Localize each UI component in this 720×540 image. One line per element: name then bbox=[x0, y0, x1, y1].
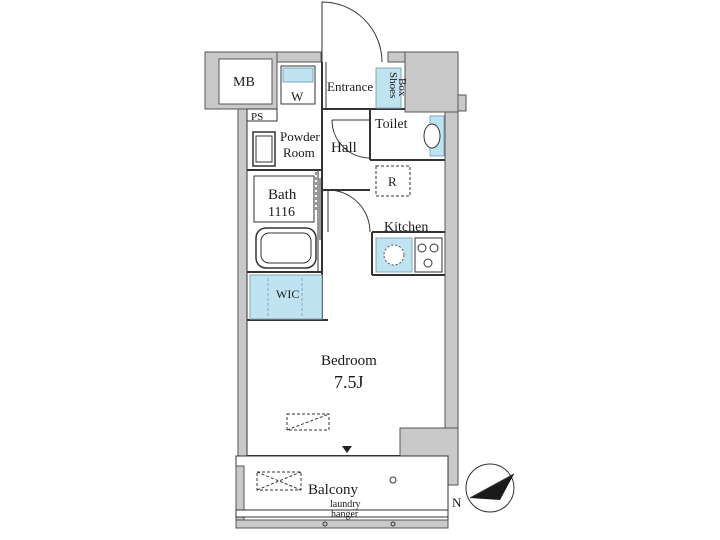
ps-label: PS bbox=[251, 111, 263, 123]
washer-label: W bbox=[291, 89, 304, 104]
air-conditioner bbox=[286, 413, 330, 431]
bath-floor bbox=[253, 175, 315, 223]
right-column bbox=[404, 51, 459, 113]
wic-label: WIC bbox=[276, 287, 299, 301]
left-wall bbox=[237, 108, 248, 457]
walk-in-closet bbox=[249, 274, 323, 320]
shoes-box-label: Shoes bbox=[387, 72, 399, 98]
stove bbox=[414, 237, 443, 273]
powder-room-label-2: Room bbox=[283, 145, 315, 160]
doors bbox=[315, 1, 383, 240]
laundry-hanger-label-2: hanger bbox=[331, 509, 359, 520]
hall-label: Hall bbox=[331, 140, 357, 156]
refrigerator-label: R bbox=[388, 174, 397, 189]
hall-door bbox=[327, 189, 371, 233]
entrance-door bbox=[321, 1, 383, 63]
kitchen-label: Kitchen bbox=[384, 220, 428, 235]
toilet-bowl bbox=[423, 123, 441, 149]
bath-size-label: 1116 bbox=[268, 205, 295, 220]
refrigerator-space bbox=[375, 165, 411, 197]
bedroom-label: Bedroom bbox=[321, 353, 377, 369]
right-wall bbox=[444, 111, 459, 431]
laundry-hanger-label: laundry bbox=[330, 499, 361, 510]
outdoor-unit bbox=[256, 471, 302, 491]
shoes-box-label-2: Box bbox=[396, 78, 408, 97]
compass-north-label: N bbox=[452, 495, 462, 510]
compass: N bbox=[452, 463, 515, 513]
balcony-label: Balcony bbox=[308, 482, 358, 498]
toilet-label: Toilet bbox=[375, 117, 408, 132]
mb-label: MB bbox=[233, 75, 255, 90]
balcony bbox=[235, 455, 449, 529]
entrance-label: Entrance bbox=[327, 79, 373, 94]
balcony-drain bbox=[389, 476, 397, 484]
powder-room-label: Powder bbox=[280, 129, 320, 144]
shoes-box bbox=[375, 67, 402, 109]
window-marker bbox=[342, 446, 352, 453]
toilet-door bbox=[331, 119, 371, 159]
bedroom-size-label: 7.5J bbox=[334, 372, 364, 392]
bath-label: Bath bbox=[268, 187, 297, 203]
